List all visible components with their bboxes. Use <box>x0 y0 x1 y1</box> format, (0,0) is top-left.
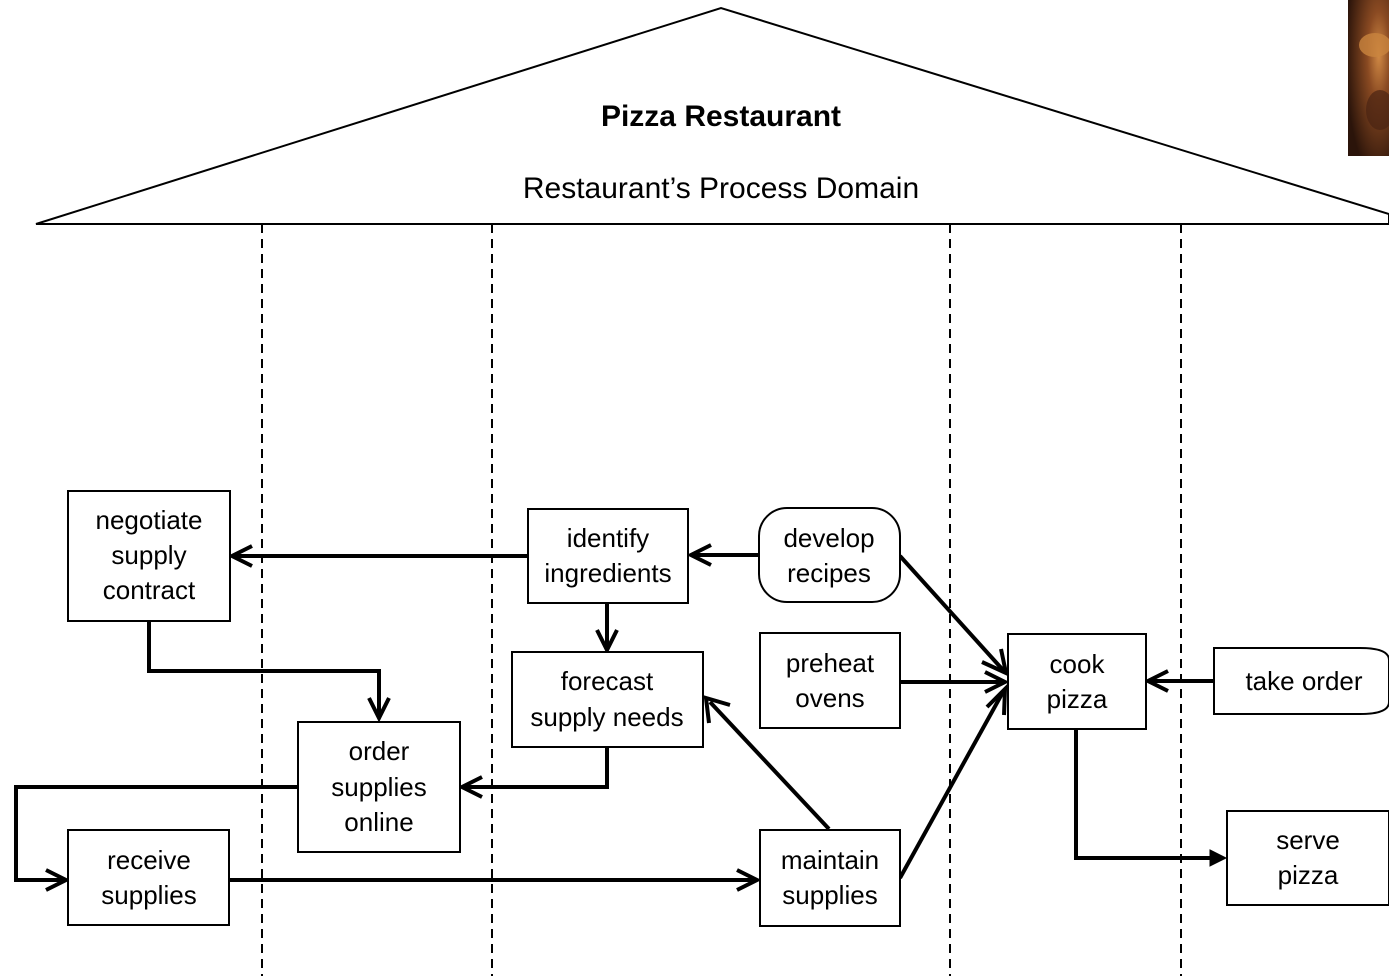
node-cook-pizza[interactable]: cook pizza <box>1007 633 1147 730</box>
edge-develop-to-cook <box>898 554 1005 672</box>
node-cook-line-2: pizza <box>1047 684 1108 714</box>
edge-cook-to-serve <box>1074 729 1222 860</box>
node-maintain-supplies[interactable]: maintain supplies <box>759 829 901 927</box>
node-identify-line-2: ingredients <box>544 558 671 588</box>
edge-maintain-to-forecast <box>708 700 831 831</box>
arrowhead-cook-from-take <box>1143 669 1169 693</box>
node-develop-recipes[interactable]: develop recipes <box>758 507 901 603</box>
edge-order-to-receive <box>14 785 298 882</box>
node-order-line-3: online <box>344 807 413 837</box>
node-negotiate-supply-contract[interactable]: negotiate supply contract <box>67 490 231 622</box>
edge-maintain-to-cook <box>898 691 1005 879</box>
edge-forecast-to-order <box>464 747 609 789</box>
node-receive-line-2: supplies <box>101 880 196 910</box>
node-forecast-supply-needs[interactable]: forecast supply needs <box>511 651 704 748</box>
arrowhead-order-from-forecast <box>457 775 483 799</box>
arrowhead-receive <box>45 868 71 892</box>
node-negotiate-line-2: supply <box>111 540 186 570</box>
node-develop-line-1: develop <box>783 523 874 553</box>
arrowhead-order-from-negotiate <box>367 697 391 723</box>
node-preheat-line-2: ovens <box>795 683 864 713</box>
arrowhead-serve <box>1209 849 1228 867</box>
node-order-line-1: order <box>349 736 410 766</box>
node-preheat-ovens[interactable]: preheat ovens <box>759 632 901 729</box>
diagram-subtitle: Restaurant’s Process Domain <box>523 172 919 205</box>
arrowhead-maintain <box>736 868 762 892</box>
diagram-title: Pizza Restaurant <box>601 100 841 133</box>
process-nodes: negotiate supply contract identify ingre… <box>67 490 1389 927</box>
node-maintain-line-2: supplies <box>782 880 877 910</box>
arrowhead-identify-from-develop <box>686 543 712 567</box>
edge-negotiate-to-order <box>147 621 381 716</box>
node-take-line-1: take order <box>1245 666 1362 696</box>
node-forecast-line-1: forecast <box>561 666 654 696</box>
node-negotiate-line-1: negotiate <box>96 505 203 535</box>
arrowhead-cook-from-develop <box>981 648 1009 677</box>
node-forecast-line-2: supply needs <box>530 702 683 732</box>
node-maintain-line-1: maintain <box>781 845 879 875</box>
node-receive-supplies[interactable]: receive supplies <box>67 829 230 926</box>
arrowhead-forecast-from-maintain <box>703 695 731 724</box>
node-order-supplies-online[interactable]: order supplies online <box>297 721 461 853</box>
arrowhead-negotiate <box>227 544 253 568</box>
node-take-order[interactable]: take order <box>1213 647 1389 715</box>
node-serve-line-1: serve <box>1276 825 1340 855</box>
arrowhead-forecast-from-identify <box>595 629 619 655</box>
swimlane-dividers <box>261 224 1182 976</box>
node-receive-line-1: receive <box>107 845 191 875</box>
node-preheat-line-1: preheat <box>786 648 875 678</box>
arrowhead-cook-from-maintain <box>985 683 1008 716</box>
node-develop-line-2: recipes <box>787 558 871 588</box>
node-identify-line-1: identify <box>567 523 649 553</box>
node-cook-line-1: cook <box>1050 649 1106 679</box>
arrowhead-cook-from-preheat <box>984 670 1010 694</box>
node-identify-ingredients[interactable]: identify ingredients <box>527 508 689 604</box>
node-negotiate-line-3: contract <box>103 575 196 605</box>
node-serve-pizza[interactable]: serve pizza <box>1226 810 1389 906</box>
node-serve-line-2: pizza <box>1278 860 1339 890</box>
pizza-photo-icon <box>1348 0 1389 156</box>
connectors <box>14 543 1228 892</box>
node-order-line-2: supplies <box>331 772 426 802</box>
